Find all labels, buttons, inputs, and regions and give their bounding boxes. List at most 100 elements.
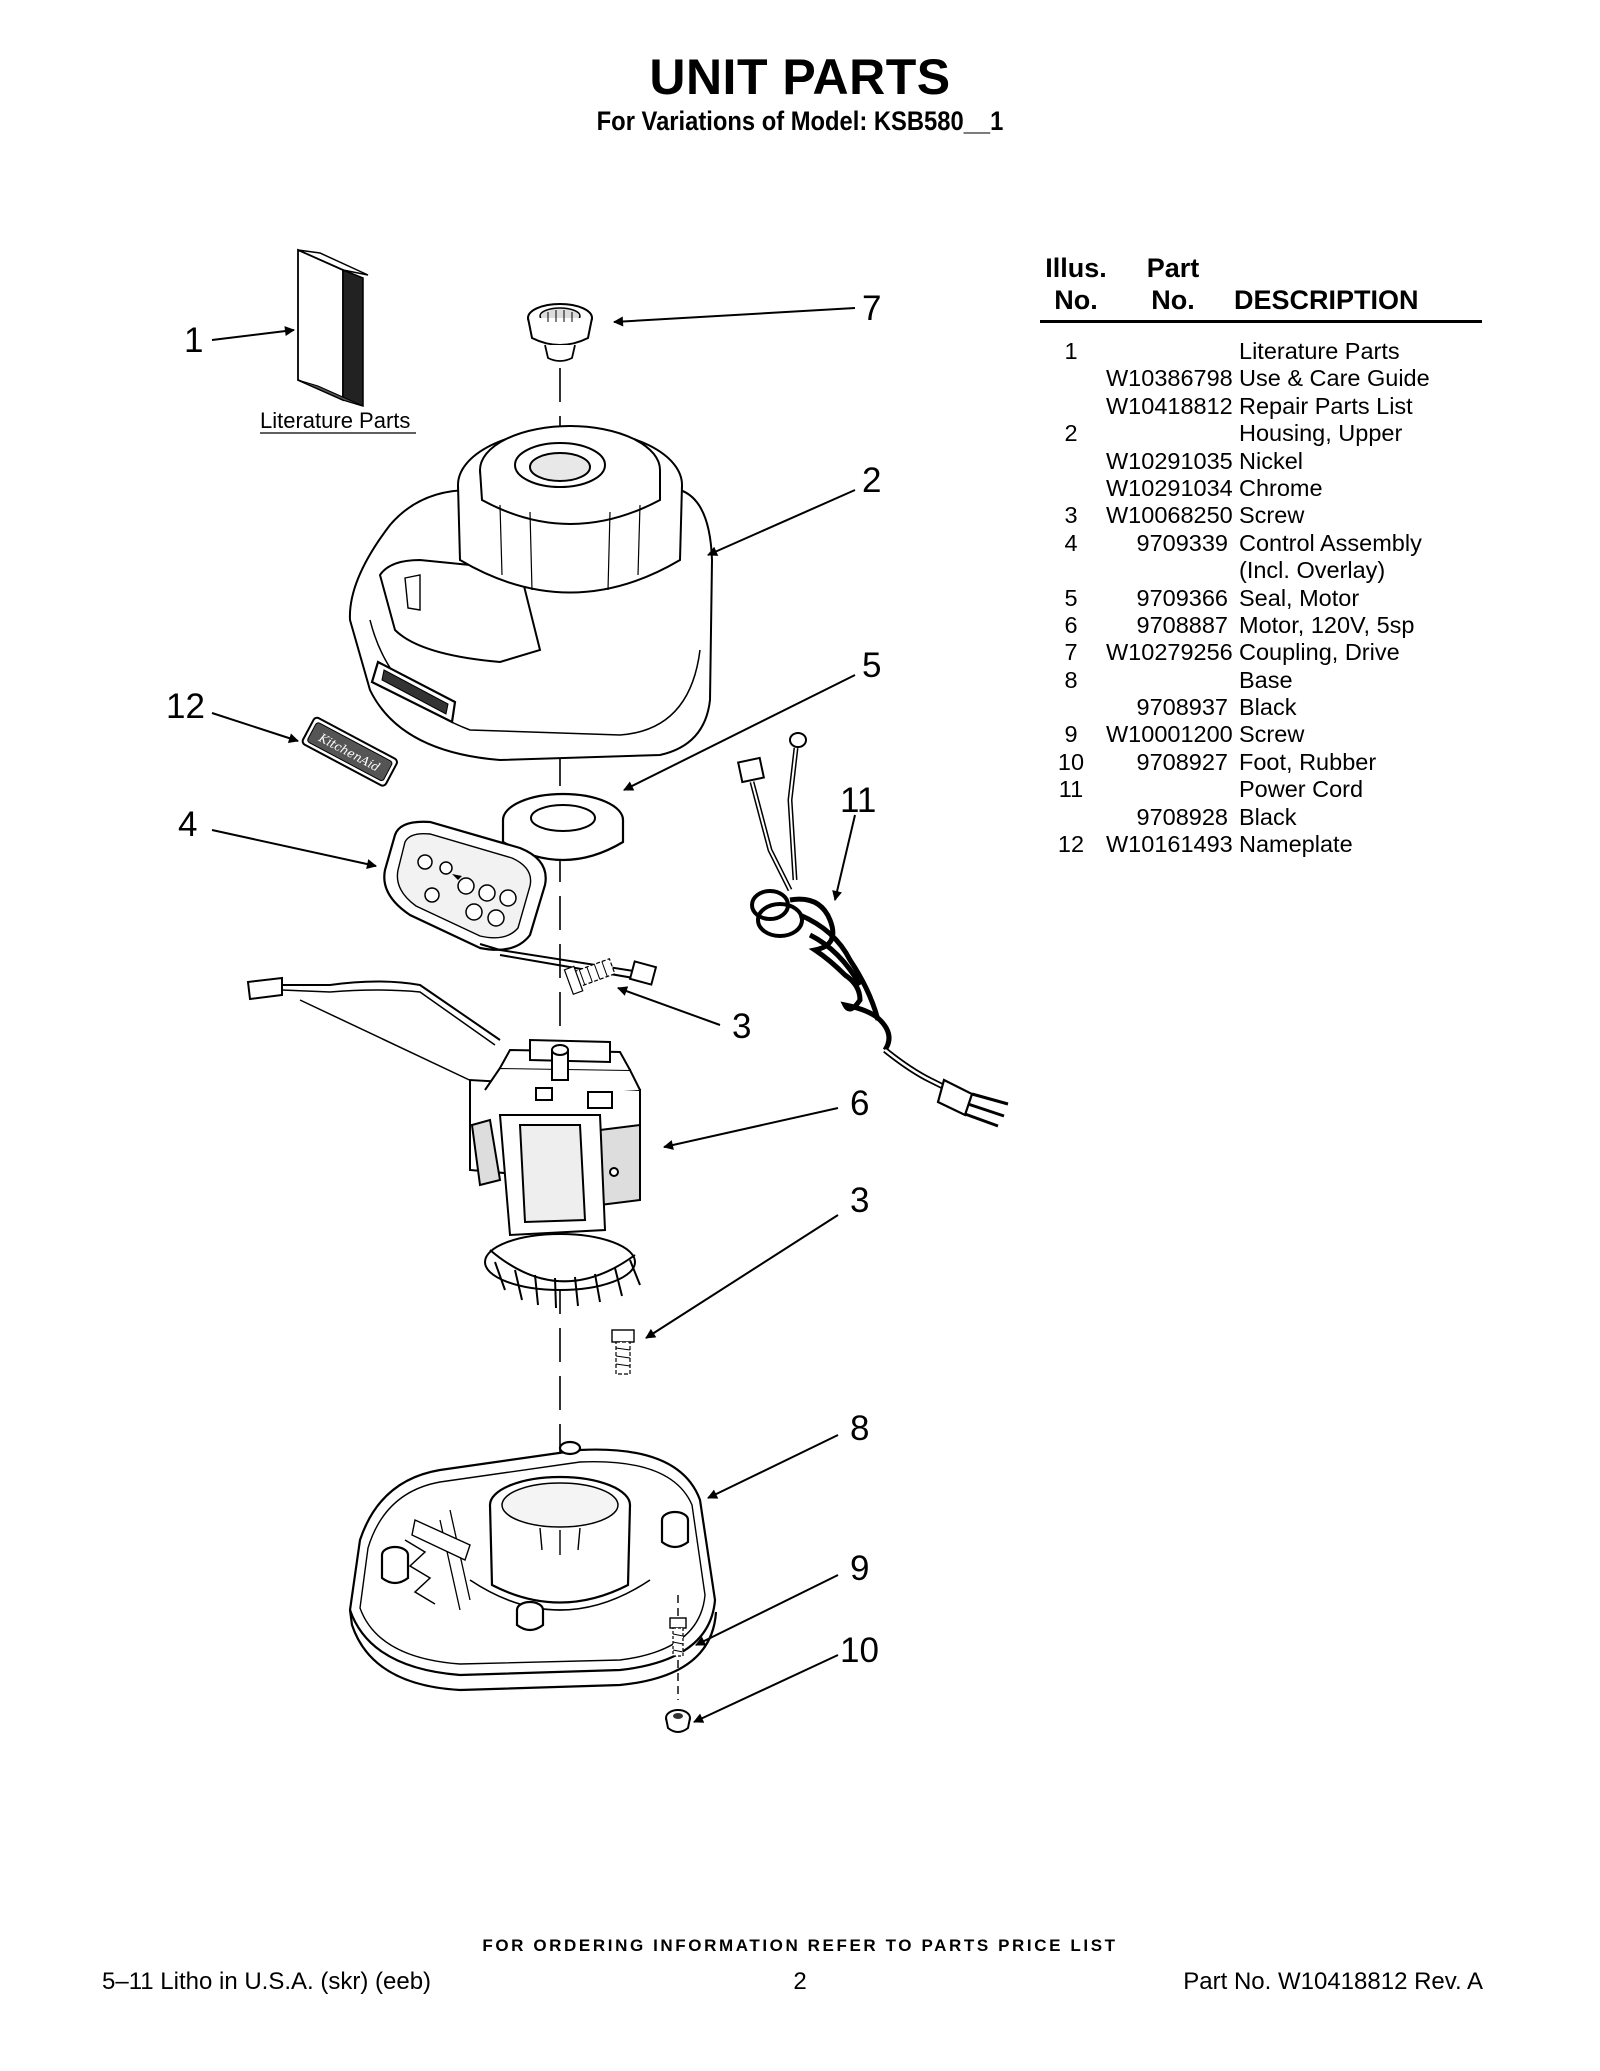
description-cell: Power Cord xyxy=(1239,776,1364,803)
exploded-parts-diagram: Literature Parts KitchenAid xyxy=(166,248,1009,1733)
callout-leaders xyxy=(211,307,856,1723)
motor-assembly xyxy=(246,976,641,1309)
description-cell: Screw xyxy=(1239,502,1305,529)
base-screw xyxy=(669,1595,687,1700)
callout-6: 6 xyxy=(850,1084,869,1123)
table-row: (Incl. Overlay) xyxy=(1040,557,1520,584)
part-no-cell: W10386798 xyxy=(1106,365,1233,392)
illus-no-cell: 9 xyxy=(1064,721,1078,748)
callout-8: 8 xyxy=(850,1409,869,1448)
description-cell: Black xyxy=(1239,694,1297,721)
table-row: 5 9709366 Seal, Motor xyxy=(1040,585,1520,612)
callout-3-upper: 3 xyxy=(732,1007,751,1046)
model-subtitle: For Variations of Model: KSB580__1 xyxy=(596,106,1004,136)
part-no-cell: 9709339 xyxy=(1136,529,1229,556)
illus-no-cell: 10 xyxy=(1057,748,1085,775)
table-row: 10 9708927 Foot, Rubber xyxy=(1040,749,1520,776)
table-row: 11 Power Cord xyxy=(1040,776,1520,803)
callout-4: 4 xyxy=(178,805,197,844)
page-title: UNIT PARTS xyxy=(649,49,951,105)
part-no-cell: 9708887 xyxy=(1136,611,1229,638)
parts-table-header: Illus. No. Part No. DESCRIPTION xyxy=(1040,248,1482,323)
illus-no-cell: 2 xyxy=(1064,420,1078,447)
rubber-foot xyxy=(665,1709,691,1733)
part-no-cell: W10279256 xyxy=(1106,639,1233,666)
callout-9: 9 xyxy=(850,1549,869,1588)
callout-3-lower: 3 xyxy=(850,1181,869,1220)
table-row: 8 Base xyxy=(1040,667,1520,694)
callout-5: 5 xyxy=(862,646,881,685)
litho-note: 5–11 Litho in U.S.A. (skr) (eeb) xyxy=(102,1968,432,1995)
literature-parts-label: Literature Parts xyxy=(260,408,410,433)
illus-no-cell: 3 xyxy=(1064,502,1078,529)
callout-11: 11 xyxy=(840,781,876,820)
part-no-cell: W10001200 xyxy=(1106,721,1233,748)
page-number: 2 xyxy=(793,1968,807,1995)
description-cell: Black xyxy=(1239,803,1297,830)
table-row: 9708928 Black xyxy=(1040,804,1520,831)
callout-1: 1 xyxy=(184,321,203,360)
description-cell: Literature Parts xyxy=(1239,338,1400,364)
description-cell: Foot, Rubber xyxy=(1239,748,1377,775)
part-no-cell: W10291034 xyxy=(1106,474,1233,501)
part-no-cell: 9708937 xyxy=(1136,694,1229,721)
description-cell: Base xyxy=(1239,666,1293,693)
table-row: 1 Literature Parts xyxy=(1040,338,1520,365)
description-cell: Motor, 120V, 5sp xyxy=(1239,611,1415,638)
power-cord xyxy=(736,732,1009,1128)
header-illus-no: Illus. No. xyxy=(1045,253,1107,315)
description-cell: Repair Parts List xyxy=(1239,392,1413,419)
description-cell: Coupling, Drive xyxy=(1239,639,1400,666)
callout-12: 12 xyxy=(166,687,205,726)
parts-list-table: Illus. No. Part No. DESCRIPTION 1 Literat… xyxy=(1040,248,1482,857)
part-no-cell: W10068250 xyxy=(1106,502,1233,529)
kitchenaid-nameplate: KitchenAid xyxy=(301,716,398,787)
callout-10: 10 xyxy=(840,1631,879,1670)
illus-no-cell: 11 xyxy=(1058,776,1084,803)
illus-no-cell: 8 xyxy=(1064,666,1078,693)
description-cell: (Incl. Overlay) xyxy=(1239,557,1386,584)
table-row: 2 Housing, Upper xyxy=(1040,420,1520,447)
drive-coupling xyxy=(527,303,593,362)
description-cell: Housing, Upper xyxy=(1239,420,1403,447)
control-screw xyxy=(563,957,616,995)
part-no-cell: W10161493 xyxy=(1106,831,1233,858)
description-cell: Nickel xyxy=(1239,447,1303,474)
callout-2: 2 xyxy=(862,461,881,500)
header-part-no: Part No. xyxy=(1146,253,1200,315)
ordering-note: FOR ORDERING INFORMATION REFER TO PARTS … xyxy=(482,1936,1118,1955)
description-cell: Use & Care Guide xyxy=(1239,365,1430,392)
part-no-cell: W10291035 xyxy=(1106,447,1233,474)
part-no-cell: 9709366 xyxy=(1136,584,1229,611)
description-cell: Chrome xyxy=(1239,474,1323,501)
description-cell: Seal, Motor xyxy=(1239,584,1360,611)
upper-housing xyxy=(348,425,714,762)
illus-no-cell: 12 xyxy=(1057,831,1085,858)
illus-no-cell: 5 xyxy=(1064,584,1078,611)
literature-parts-book xyxy=(297,248,369,408)
document-part-number: Part No. W10418812 Rev. A xyxy=(1183,1968,1483,1995)
description-cell: Nameplate xyxy=(1239,831,1353,858)
part-no-cell: 9708928 xyxy=(1136,803,1229,830)
motor-seal xyxy=(501,792,625,862)
part-no-cell: W10418812 xyxy=(1106,392,1233,419)
base xyxy=(348,1440,718,1692)
motor-screw xyxy=(611,1329,635,1375)
illus-no-cell: 4 xyxy=(1064,529,1078,556)
illus-no-cell: 7 xyxy=(1064,639,1078,666)
control-assembly xyxy=(383,820,658,986)
callout-7: 7 xyxy=(862,289,881,328)
description-cell: Screw xyxy=(1239,721,1305,748)
part-no-cell: 9708927 xyxy=(1136,748,1229,775)
illus-no-cell: 1 xyxy=(1064,338,1078,364)
